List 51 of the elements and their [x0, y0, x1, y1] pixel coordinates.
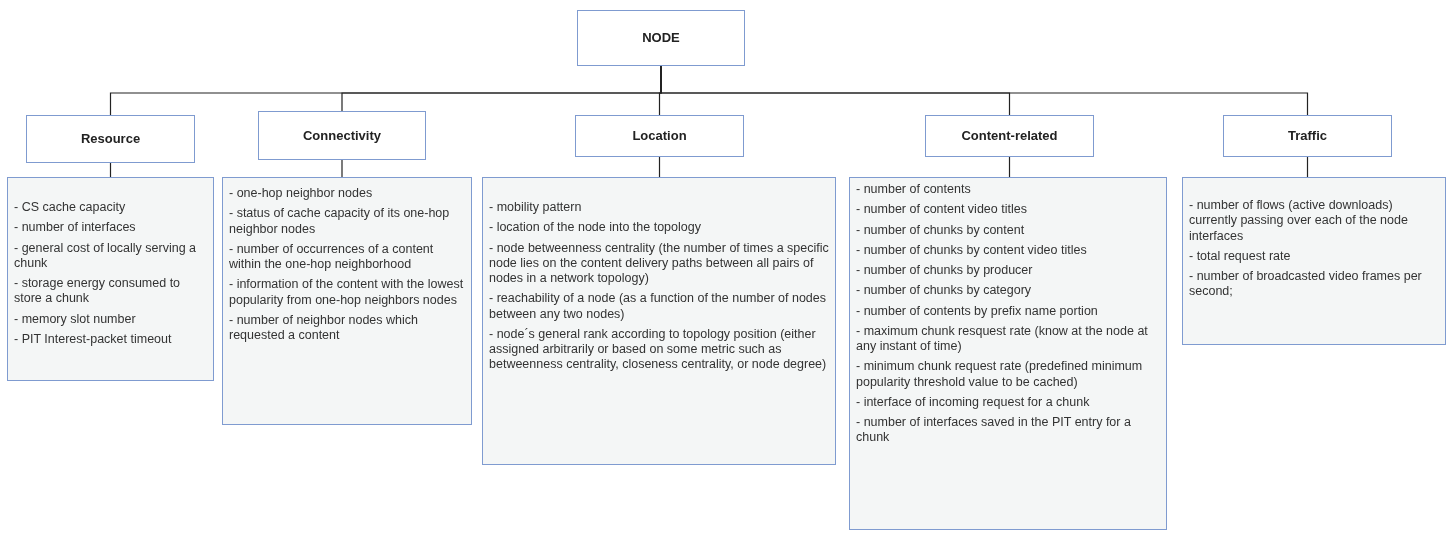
attribute-item: - status of cache capacity of its one-hop neighbor nodes: [229, 206, 451, 237]
attribute-item: - PIT Interest-packet timeout: [14, 331, 173, 347]
attribute-item: - reachability of a node (as a function of the number of nodes between any two nodes): [489, 291, 827, 322]
connector-line: [658, 156, 661, 178]
attribute-item: - number of contents by prefix name portion: [856, 303, 1099, 319]
attribute-item: - number of chunks by producer: [856, 263, 1034, 279]
attribute-item: - information of the content with the lowest popularity from one-hop neighbors nodes: [229, 277, 465, 308]
attribute-item: - number of chunks by category: [856, 283, 1033, 299]
category-box: [1223, 115, 1392, 157]
attribute-list-box: [849, 177, 1167, 530]
category-box: [577, 10, 745, 66]
attribute-item: - storage energy consumed to store a chunk: [14, 276, 182, 307]
attribute-item: - mobility pattern: [489, 200, 583, 216]
attribute-item: - number of chunks by content video titles: [856, 242, 1088, 258]
attribute-item: - CS cache capacity: [14, 200, 127, 216]
attribute-item: - total request rate: [1189, 248, 1292, 264]
attribute-item: - number of interfaces: [14, 220, 137, 236]
attribute-item: - number of content video titles: [856, 202, 1028, 218]
category-box: [258, 111, 426, 160]
category-label: Location: [632, 127, 687, 146]
attribute-item: - number of chunks by content: [856, 222, 1026, 238]
attribute-item: - one-hop neighbor nodes: [229, 186, 374, 202]
attribute-item: - interface of incoming request for a chunk: [856, 394, 1091, 410]
connector-line: [1306, 156, 1309, 178]
attribute-item: - node betweenness centrality (the number of times a specific node lies on the content delivery paths between all pairs of nodes in a network topology): [489, 240, 829, 287]
attribute-item: - minimum chunk request rate (predefined minimum popularity threshold value to be cached): [856, 359, 1144, 390]
connector-line: [341, 159, 343, 178]
attribute-item: - number of contents: [856, 182, 972, 198]
attribute-item: - number of occurrences of a content within the one-hop neighborhood: [229, 241, 435, 273]
attribute-item: - number of interfaces saved in the PIT entry for a chunk: [856, 415, 1132, 446]
connector-line: [1008, 156, 1011, 178]
attribute-item: - maximum chunk resquest rate (know at the node at any instant of time): [856, 323, 1149, 355]
category-label: Traffic: [1288, 127, 1327, 146]
category-box: [26, 115, 195, 163]
attribute-item: - node´s general rank according to topology position (either assigned arbitrarily or based on some metric such as betweenness centrality, closeness centrality, or node degree): [489, 326, 828, 373]
attribute-item: - number of broadcasted video frames per second;: [1189, 269, 1423, 300]
category-label: NODE: [642, 29, 680, 48]
category-label: Resource: [80, 130, 141, 149]
attribute-item: - location of the node into the topology: [489, 220, 702, 236]
attribute-list-box: [482, 177, 836, 465]
attribute-item: - general cost of locally serving a chunk: [14, 240, 198, 271]
category-label: Connectivity: [303, 126, 381, 145]
attribute-item: - memory slot number: [14, 311, 137, 327]
category-box: [925, 115, 1094, 157]
attribute-list-box: [1182, 177, 1446, 345]
attribute-item: - number of flows (active downloads) currently passing over each of the node interfaces: [1189, 198, 1409, 244]
category-box: [575, 115, 744, 157]
attribute-list-box: [7, 177, 214, 381]
attribute-list-box: [222, 177, 472, 425]
attribute-item: - number of neighbor nodes which requested a content: [229, 312, 419, 344]
category-label: Content-related: [961, 127, 1058, 146]
